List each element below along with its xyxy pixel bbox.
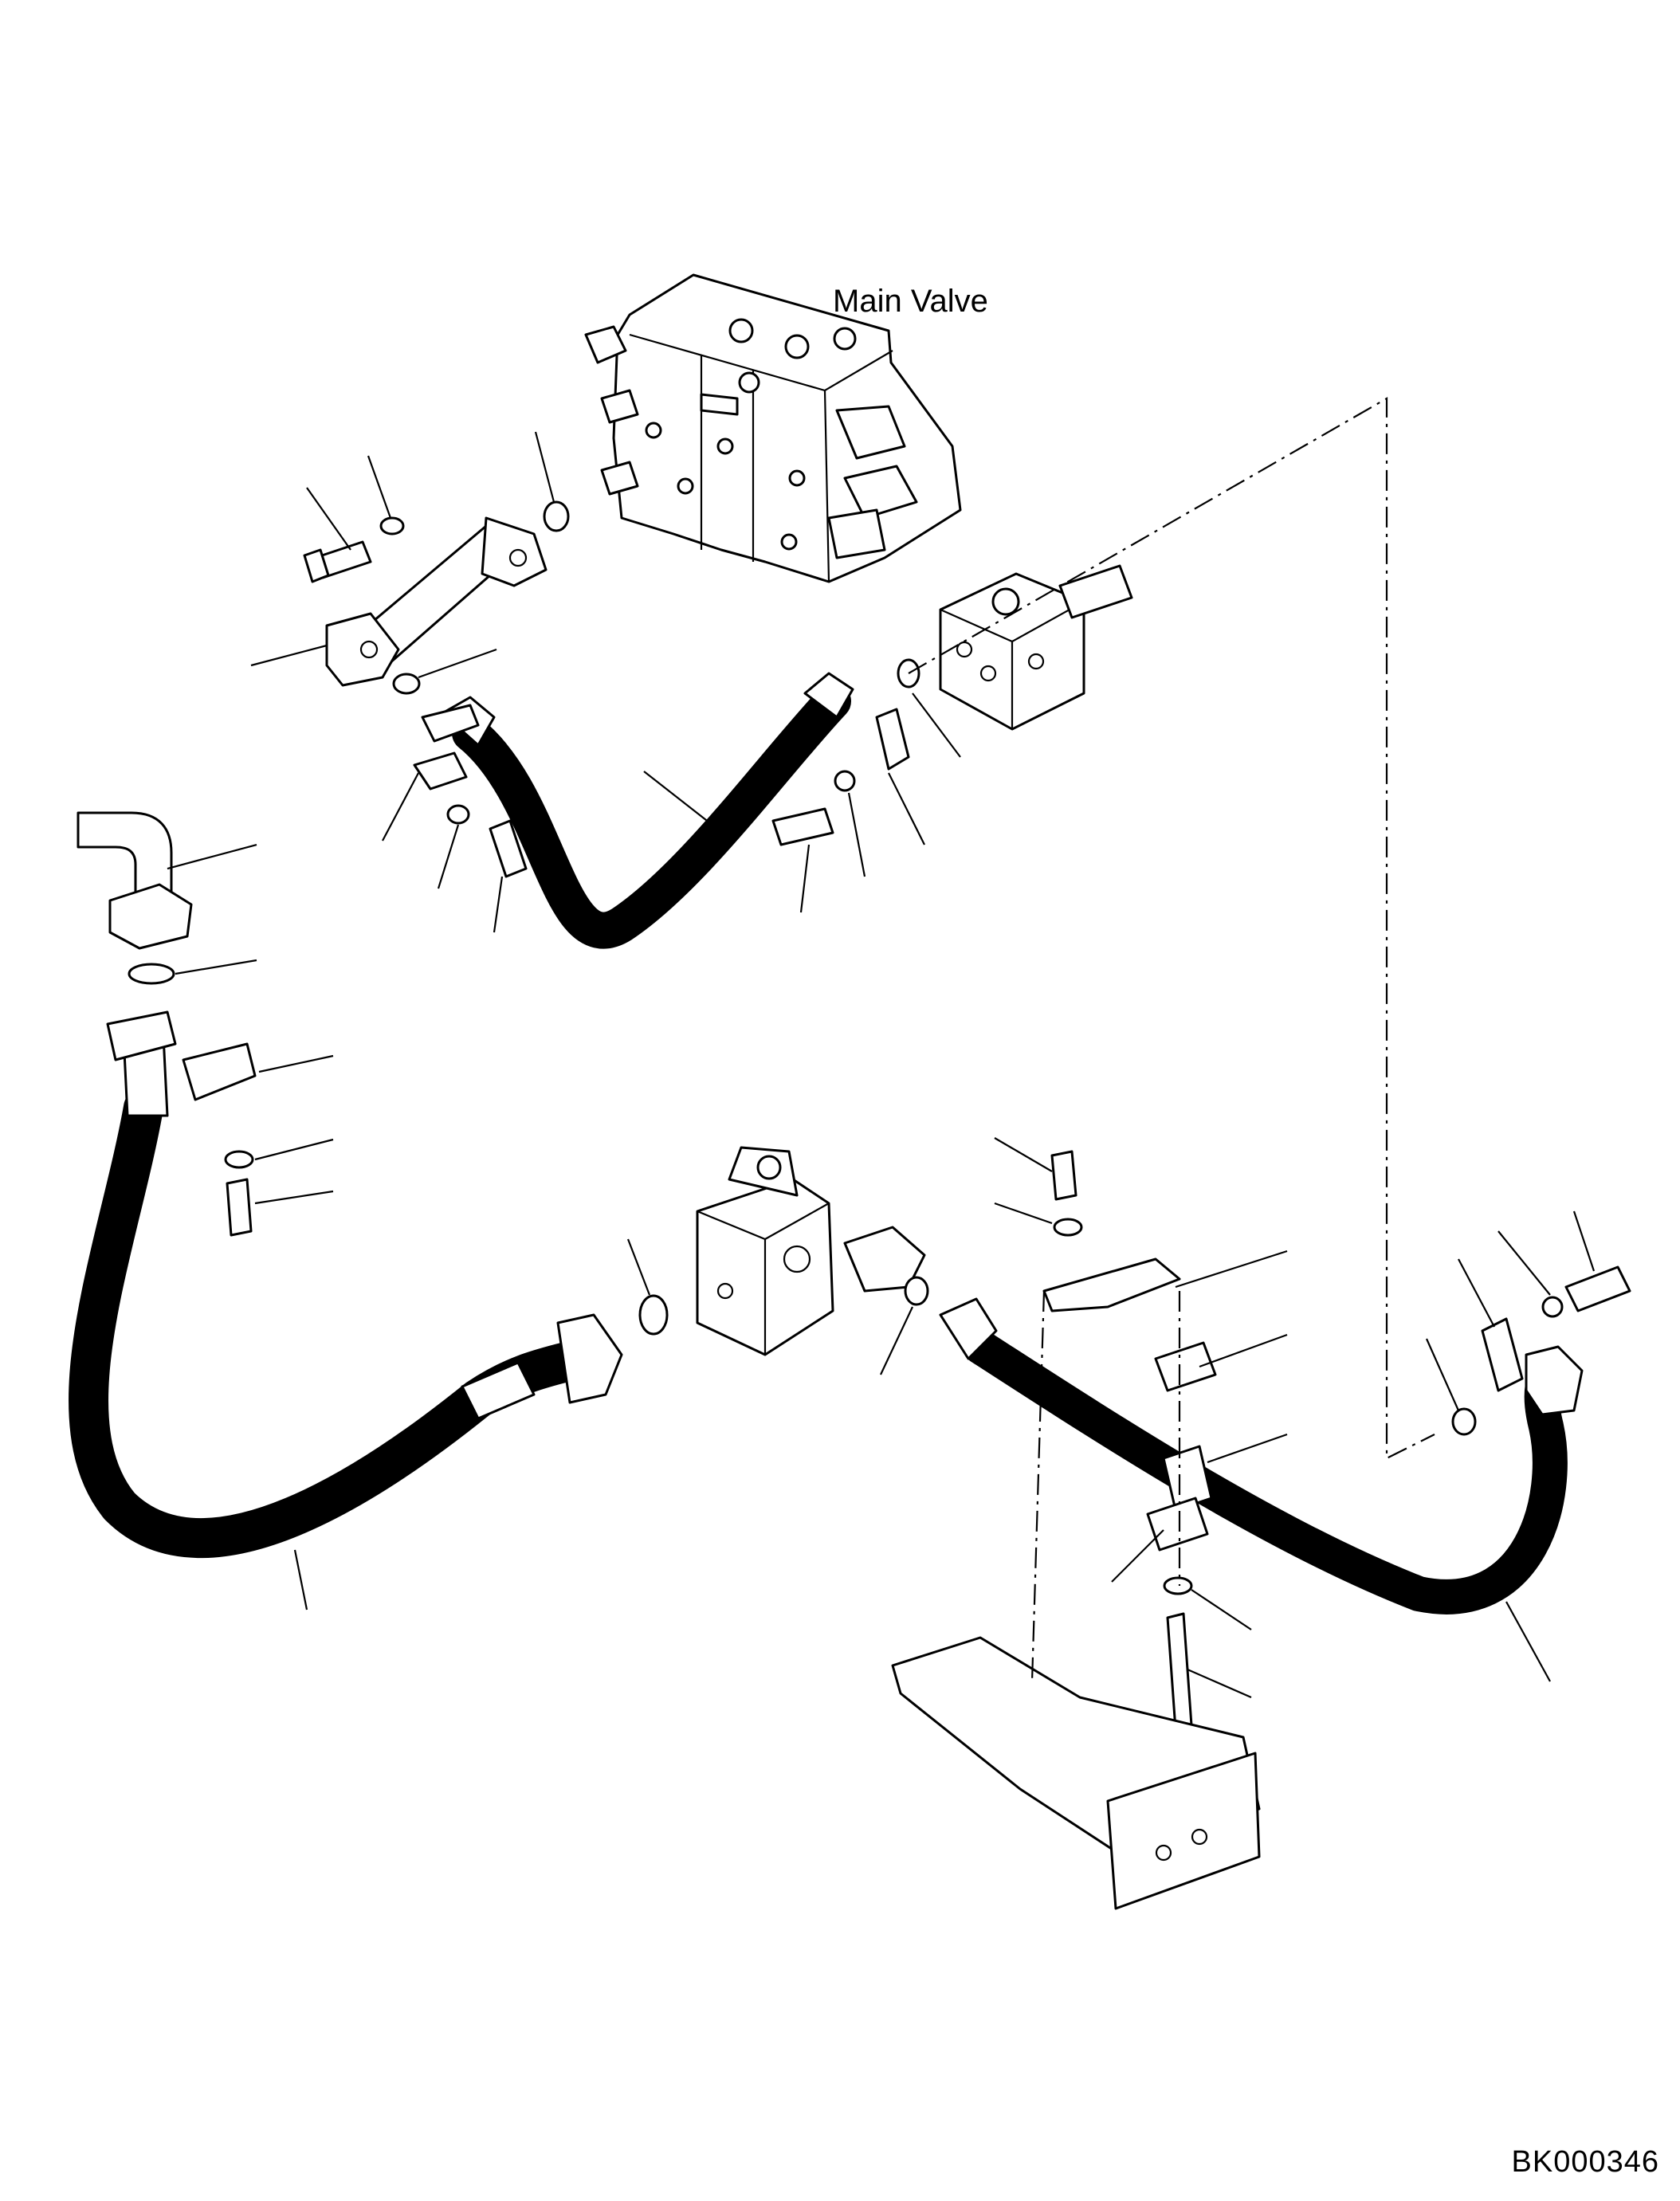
- mounting-bracket: [891, 1636, 1261, 1910]
- split-flange-left: [182, 1042, 257, 1101]
- connection-line-right: [908, 397, 1435, 1460]
- washer-upper-left: [379, 516, 405, 536]
- long-bolt: [1166, 1612, 1193, 1731]
- o-ring-elbow: [392, 673, 421, 695]
- bolt-upper-right: [771, 807, 834, 846]
- bolt-left: [226, 1178, 253, 1237]
- bolt-bracket-top: [1050, 1150, 1077, 1201]
- main-valve-block: [584, 273, 962, 583]
- washer-bracket-top: [1053, 1218, 1083, 1237]
- split-flange-right: [1481, 1317, 1524, 1392]
- o-ring-left: [128, 963, 175, 985]
- connection-line-bracket: [1030, 1290, 1046, 1682]
- drawing-code: BK000346: [1511, 2145, 1659, 2179]
- washer-upper-right: [834, 770, 856, 792]
- washer-upper-mid: [446, 804, 470, 825]
- callout-lines: [167, 431, 1596, 1699]
- washer-left: [224, 1150, 254, 1169]
- left-elbow-pipe: [77, 811, 193, 950]
- split-flange-upper-c: [875, 708, 910, 771]
- small-valve-block: [939, 564, 1133, 731]
- lower-left-hose: [69, 1010, 623, 1559]
- washer-right: [1541, 1296, 1564, 1318]
- upper-hose: [441, 672, 854, 949]
- split-flange-upper-b: [413, 751, 468, 791]
- lower-right-hose: [939, 1297, 1584, 1614]
- bolt-right: [1564, 1265, 1631, 1312]
- o-ring-lower-right: [904, 1276, 929, 1306]
- washer-bracket-bottom: [1163, 1576, 1193, 1595]
- split-flange-upper-a: [421, 704, 480, 743]
- upper-elbow-flange-pipe: [325, 516, 548, 687]
- o-ring-right: [1451, 1407, 1477, 1436]
- o-ring-main-valve: [543, 500, 570, 532]
- center-valve-block: [696, 1146, 926, 1356]
- bracket-plate: [1042, 1257, 1181, 1312]
- clamp-upper: [1154, 1341, 1217, 1392]
- bolt-upper-mid: [489, 819, 528, 878]
- main-valve-label: Main Valve: [833, 284, 988, 319]
- clamp-lower: [1146, 1497, 1209, 1552]
- bolt-upper-left: [303, 540, 372, 583]
- o-ring-lower-center: [638, 1294, 669, 1336]
